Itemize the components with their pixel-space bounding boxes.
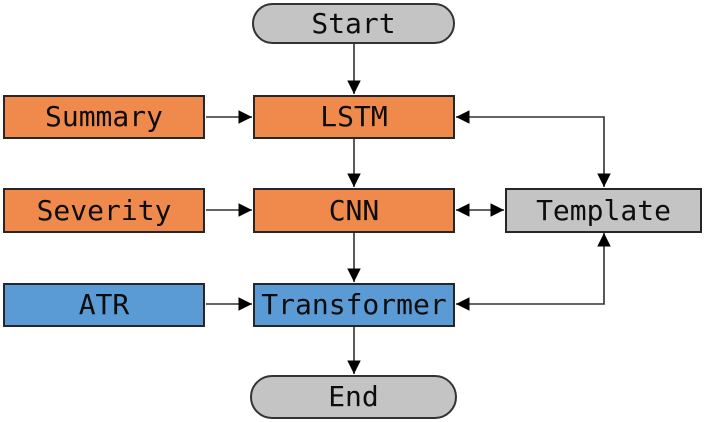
node-atr-label: ATR (78, 288, 130, 321)
node-severity: Severity (3, 188, 205, 233)
node-transformer: Transformer (253, 283, 455, 327)
node-end-label: End (328, 380, 379, 413)
node-template: Template (505, 188, 702, 233)
node-summary: Summary (3, 95, 205, 139)
node-transformer-label: Transformer (261, 288, 447, 321)
node-summary-label: Summary (44, 100, 163, 133)
node-severity-label: Severity (36, 193, 172, 227)
node-lstm: LSTM (253, 95, 455, 139)
edge-lstm-template-bidirectional (456, 110, 611, 187)
edge-transformer-template-bidirectional (456, 233, 611, 311)
node-cnn-label: CNN (328, 193, 380, 227)
node-lstm-label: LSTM (320, 100, 388, 133)
node-start-label: Start (311, 6, 396, 40)
node-start: Start (252, 3, 455, 44)
node-end: End (250, 375, 457, 419)
node-atr: ATR (3, 283, 205, 327)
node-template-label: Template (536, 193, 671, 227)
node-cnn: CNN (253, 188, 455, 233)
